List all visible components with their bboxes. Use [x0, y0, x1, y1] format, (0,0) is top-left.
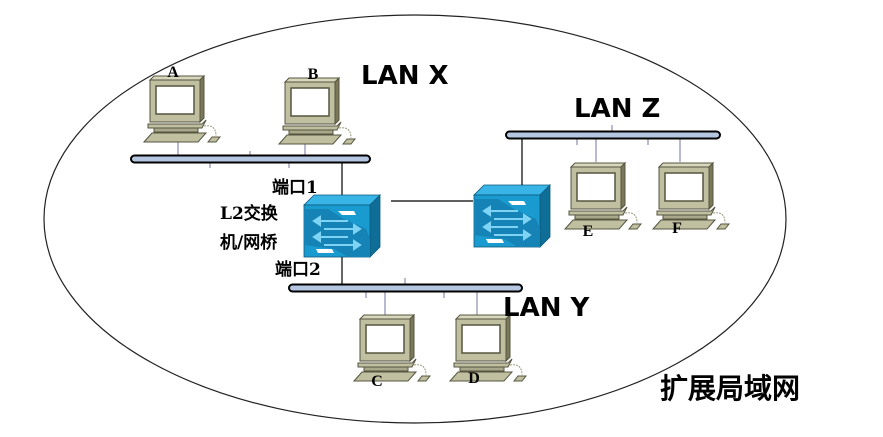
- host-e: [564, 162, 642, 230]
- lan-y-segment: [288, 278, 523, 315]
- diagram-title: 扩展局域网: [660, 372, 800, 405]
- host-e-label: E: [583, 223, 594, 240]
- lan-z-label: LAN Z: [574, 94, 660, 124]
- l2-switch-bridge: [303, 194, 381, 258]
- port1-label: 端口1: [272, 177, 318, 198]
- lan-x-label: LAN X: [361, 61, 449, 91]
- host-a-label: A: [167, 64, 179, 81]
- lan-x-bus: [130, 154, 371, 164]
- computer-icon: [652, 162, 730, 230]
- lan-z-bus: [505, 130, 721, 140]
- host-c: [353, 314, 431, 382]
- host-d-label: D: [468, 370, 480, 387]
- lan-z-segment: [505, 125, 721, 185]
- lan-z-switch: [473, 184, 551, 248]
- host-b: [278, 77, 356, 145]
- lan-y-label: LAN Y: [503, 293, 591, 323]
- computer-icon: [278, 77, 356, 145]
- port2-label: 端口2: [275, 259, 321, 280]
- switch-icon: [473, 184, 551, 248]
- bridge-label-line1: L2交换: [220, 203, 279, 224]
- host-a: [143, 75, 221, 143]
- lan-x-segment: [130, 138, 371, 168]
- computer-icon: [449, 314, 527, 382]
- computer-icon: [564, 162, 642, 230]
- lan-y-bus: [288, 283, 523, 293]
- host-f-label: F: [672, 220, 682, 237]
- extended-lan-boundary: [43, 14, 787, 424]
- host-c-label: C: [371, 373, 383, 390]
- computer-icon: [143, 75, 221, 143]
- switch-icon: [303, 194, 381, 258]
- host-b-label: B: [308, 66, 319, 83]
- computer-icon: [353, 314, 431, 382]
- host-f: [652, 162, 730, 230]
- host-d: [449, 314, 527, 382]
- bridge-label-line2: 机/网桥: [220, 232, 278, 253]
